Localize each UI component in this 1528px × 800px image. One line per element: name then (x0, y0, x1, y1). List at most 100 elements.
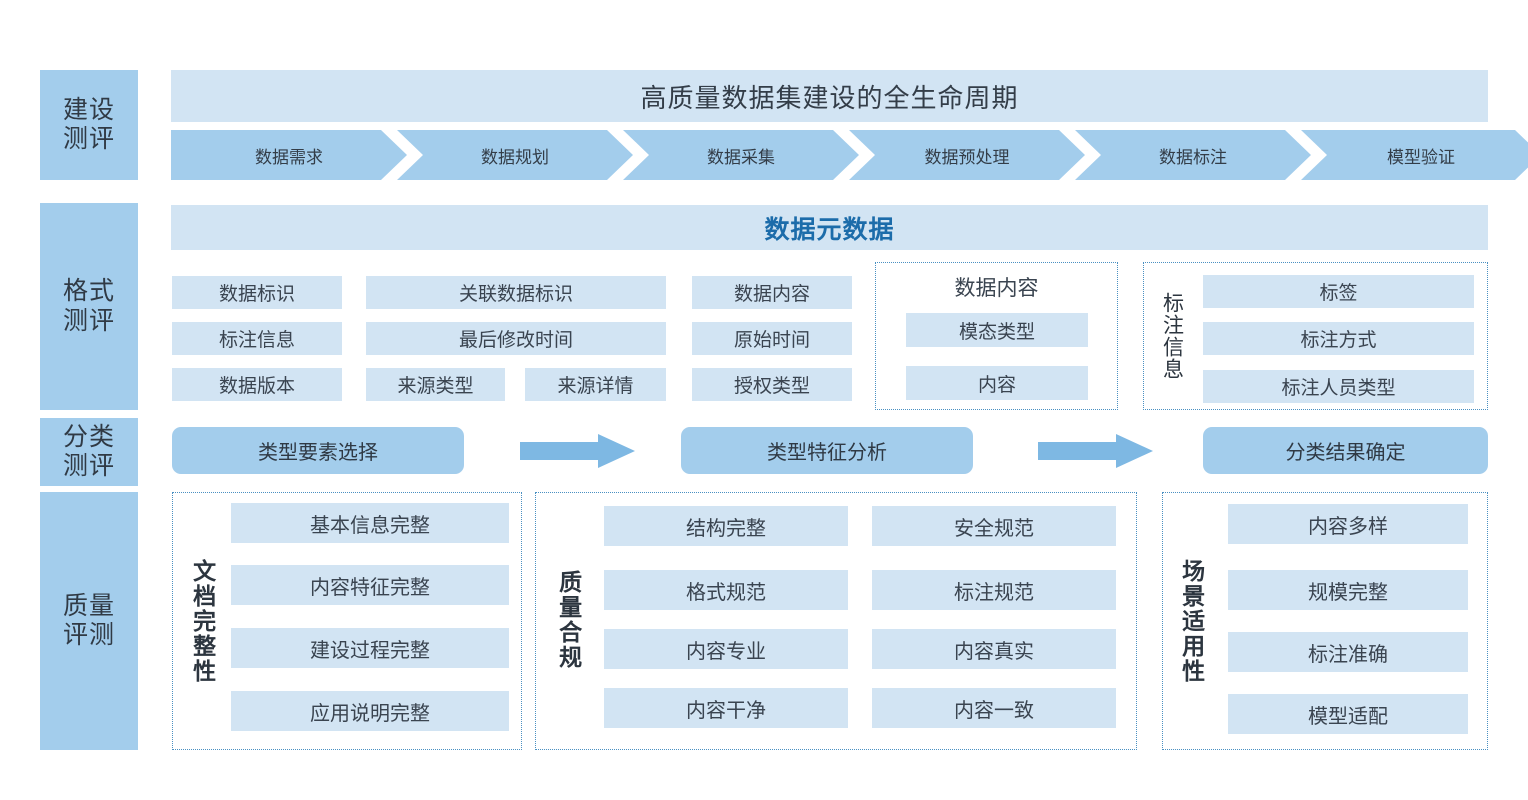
metadata-content-group-title-text: 数据内容 (954, 277, 1039, 300)
sidebar-item-quality[interactable]: 质量 评测 (40, 492, 138, 750)
metadata-cell[interactable]: 数据标识 (172, 276, 342, 309)
metadata-cell[interactable]: 来源详情 (525, 368, 666, 401)
quality-item[interactable]: 内容干净 (604, 688, 848, 728)
metadata-cell-label: 模态类型 (958, 321, 1035, 343)
lifecycle-stage[interactable]: 数据规划 (397, 130, 633, 180)
lifecycle-stage-label: 数据规划 (481, 147, 549, 167)
quality-item[interactable]: 基本信息完整 (231, 503, 509, 543)
metadata-cell[interactable]: 模态类型 (906, 313, 1088, 347)
quality-item-label: 结构完整 (686, 517, 766, 540)
sidebar-item-label: 质量 评测 (62, 591, 115, 650)
quality-item-label: 应用说明完整 (310, 702, 430, 725)
quality-item[interactable]: 建设过程完整 (231, 628, 509, 668)
quality-item[interactable]: 规模完整 (1228, 570, 1468, 610)
quality-item[interactable]: 结构完整 (604, 506, 848, 546)
quality-item[interactable]: 模型适配 (1228, 694, 1468, 734)
sidebar-item-construction[interactable]: 建设 测评 (40, 70, 138, 180)
sidebar-item-classify[interactable]: 分类 测评 (40, 418, 138, 486)
metadata-cell[interactable]: 关联数据标识 (366, 276, 666, 309)
classification-step-label: 类型要素选择 (258, 442, 378, 464)
quality-item[interactable]: 应用说明完整 (231, 691, 509, 731)
quality-item-label: 标注规范 (954, 581, 1034, 604)
metadata-cell[interactable]: 标注人员类型 (1203, 370, 1474, 403)
quality-item[interactable]: 内容真实 (872, 629, 1116, 669)
metadata-cell[interactable]: 内容 (906, 366, 1088, 400)
lifecycle-stage[interactable]: 数据标注 (1075, 130, 1311, 180)
classification-step-2[interactable]: 类型特征分析 (681, 427, 973, 474)
metadata-cell-label: 数据内容 (733, 284, 810, 305)
metadata-content-group (875, 262, 1118, 410)
metadata-banner-text: 数据元数据 (764, 215, 895, 244)
sidebar-item-label: 建设 测评 (62, 95, 115, 154)
metadata-cell[interactable]: 来源类型 (366, 368, 505, 401)
metadata-annotation-group (1143, 262, 1488, 410)
lifecycle-stage-label: 数据预处理 (924, 147, 1010, 167)
quality-item-label: 内容特征完整 (310, 576, 430, 599)
metadata-annotation-group-title: 标注信息 (1155, 268, 1189, 404)
metadata-cell-label: 来源类型 (397, 376, 474, 397)
metadata-cell-label: 标注信息 (218, 330, 295, 351)
lifecycle-stage[interactable]: 数据采集 (623, 130, 859, 180)
quality-item[interactable]: 内容特征完整 (231, 565, 509, 605)
metadata-annotation-group-title-text: 标注信息 (1160, 292, 1184, 380)
quality-item-label: 内容一致 (954, 699, 1034, 722)
quality-group-title-text: 场景适用性 (1178, 558, 1205, 684)
metadata-cell[interactable]: 标注方式 (1203, 322, 1474, 355)
quality-item-label: 标注准确 (1308, 643, 1388, 666)
metadata-cell[interactable]: 标注信息 (172, 322, 342, 355)
metadata-cell[interactable]: 数据内容 (692, 276, 852, 309)
quality-group-compliance (535, 492, 1137, 750)
lifecycle-stage-row: 数据需求 数据规划 数据采集 数据预处理 数据标注 模型验证 (171, 130, 1488, 180)
classification-step-1[interactable]: 类型要素选择 (172, 427, 464, 474)
right-arrow-icon (1038, 434, 1153, 468)
lifecycle-stage[interactable]: 数据预处理 (849, 130, 1085, 180)
metadata-cell-label: 来源详情 (557, 376, 634, 397)
quality-item[interactable]: 标注规范 (872, 570, 1116, 610)
quality-group-title-text: 质量合规 (555, 570, 582, 670)
metadata-cell-label: 标注人员类型 (1281, 378, 1396, 399)
quality-item-label: 内容多样 (1308, 515, 1388, 538)
sidebar-item-label: 格式 测评 (62, 277, 115, 335)
metadata-cell-label: 数据版本 (218, 376, 295, 397)
quality-item[interactable]: 内容一致 (872, 688, 1116, 728)
metadata-cell[interactable]: 最后修改时间 (366, 322, 666, 355)
lifecycle-stage-label: 数据标注 (1159, 147, 1227, 167)
quality-item-label: 内容干净 (686, 699, 766, 722)
quality-item[interactable]: 内容多样 (1228, 504, 1468, 544)
quality-item-label: 模型适配 (1308, 705, 1388, 728)
quality-group-title: 文档完整性 (183, 502, 221, 740)
metadata-cell-label: 原始时间 (733, 330, 810, 351)
quality-item[interactable]: 内容专业 (604, 629, 848, 669)
lifecycle-stage[interactable]: 模型验证 (1301, 130, 1528, 180)
quality-item[interactable]: 安全规范 (872, 506, 1116, 546)
quality-group-title-text: 文档完整性 (189, 558, 216, 684)
quality-group-document (172, 492, 522, 750)
metadata-cell-label: 内容 (977, 374, 1016, 396)
classification-step-3[interactable]: 分类结果确定 (1203, 427, 1488, 474)
metadata-cell[interactable]: 数据版本 (172, 368, 342, 401)
classification-step-label: 分类结果确定 (1285, 442, 1406, 464)
metadata-cell[interactable]: 授权类型 (692, 368, 852, 401)
metadata-cell-label: 授权类型 (733, 376, 810, 397)
quality-item[interactable]: 格式规范 (604, 570, 848, 610)
right-arrow-icon (520, 434, 635, 468)
quality-item-label: 内容真实 (954, 640, 1034, 663)
quality-group-scenario (1162, 492, 1488, 750)
metadata-cell-label: 最后修改时间 (458, 330, 573, 351)
metadata-cell-label: 数据标识 (218, 284, 295, 305)
lifecycle-stage[interactable]: 数据需求 (171, 130, 407, 180)
metadata-cell[interactable]: 标签 (1203, 275, 1474, 308)
quality-group-title: 场景适用性 (1172, 502, 1210, 740)
sidebar-item-label: 分类 测评 (62, 422, 115, 481)
quality-item-label: 安全规范 (954, 517, 1034, 540)
sidebar-item-format[interactable]: 格式 测评 (40, 203, 138, 410)
quality-item-label: 建设过程完整 (310, 639, 430, 662)
metadata-cell[interactable]: 原始时间 (692, 322, 852, 355)
classification-step-label: 类型特征分析 (767, 442, 887, 464)
metadata-banner: 数据元数据 (171, 205, 1488, 250)
lifecycle-banner: 高质量数据集建设的全生命周期 (171, 70, 1488, 122)
lifecycle-stage-label: 数据需求 (255, 147, 323, 167)
quality-item-label: 规模完整 (1308, 581, 1388, 604)
quality-item-label: 基本信息完整 (310, 514, 430, 537)
quality-item[interactable]: 标注准确 (1228, 632, 1468, 672)
